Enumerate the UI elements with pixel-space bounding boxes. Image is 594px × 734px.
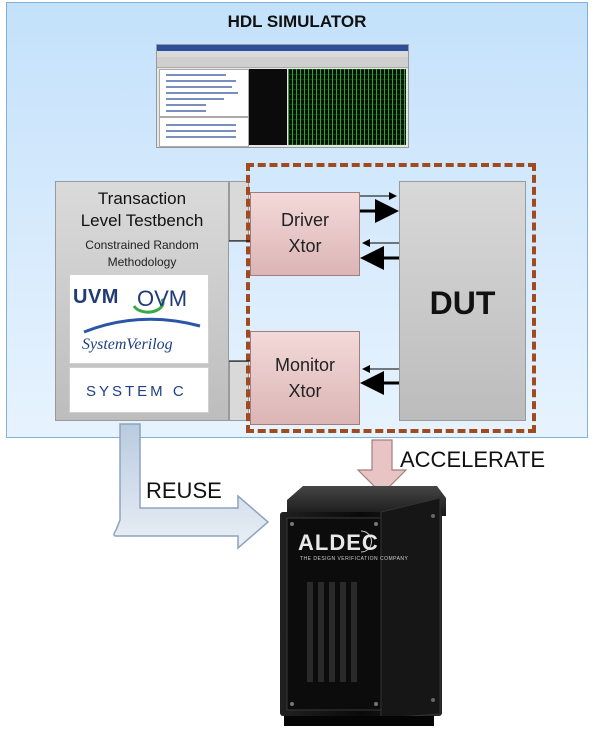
reuse-arrow [113, 423, 270, 550]
systemverilog-logo: SystemVerilog [82, 336, 173, 353]
reuse-label: REUSE [146, 478, 222, 503]
screenshot-signal-names [249, 69, 287, 145]
accelerate-arrow [356, 439, 408, 495]
testbench-subtitle-line1: Constrained Random [85, 238, 199, 252]
hdl-simulator-title: HDL SIMULATOR [227, 12, 367, 31]
testbench-subtitle: Constrained Random Methodology [55, 237, 229, 271]
testbench-title-line2: Level Testbench [80, 211, 204, 230]
aldec-hardware-cabinet [280, 486, 446, 726]
driver-xtor-box: Driver Xtor [250, 192, 360, 276]
testbench-title: Transaction Level Testbench [55, 188, 229, 232]
driver-label-line1: Driver [281, 210, 329, 230]
systemverilog-swoosh-icon [83, 317, 201, 334]
driver-label-line2: Xtor [288, 236, 322, 256]
systemc-logo-panel [69, 367, 209, 413]
monitor-label-line2: Xtor [288, 381, 322, 401]
screenshot-titlebar [157, 45, 408, 51]
simulator-screenshot [156, 44, 409, 148]
dut-box [399, 181, 526, 421]
screenshot-toolbar [157, 57, 408, 68]
aldec-logo: ALDEC [298, 530, 379, 555]
monitor-label-line1: Monitor [274, 355, 336, 375]
ovm-logo: OVM [137, 286, 188, 311]
testbench-title-line1: Transaction [97, 189, 187, 208]
uvm-logo: UVM [73, 286, 119, 308]
monitor-xtor-box: Monitor Xtor [250, 331, 360, 425]
accelerate-label: ACCELERATE [400, 447, 546, 472]
systemc-logo: SYSTEM C [86, 383, 187, 400]
testbench-subtitle-line2: Methodology [107, 255, 177, 269]
screenshot-menubar [157, 51, 408, 57]
ovm-swoosh-icon [132, 298, 165, 314]
screenshot-hierarchy-pane [159, 69, 249, 117]
aldec-tagline: THE DESIGN VERIFICATION COMPANY [300, 556, 409, 562]
screenshot-signal-pane [159, 117, 249, 147]
dut-label: DUT [429, 285, 496, 321]
screenshot-waveform [288, 69, 406, 145]
acceleration-boundary [246, 163, 536, 433]
